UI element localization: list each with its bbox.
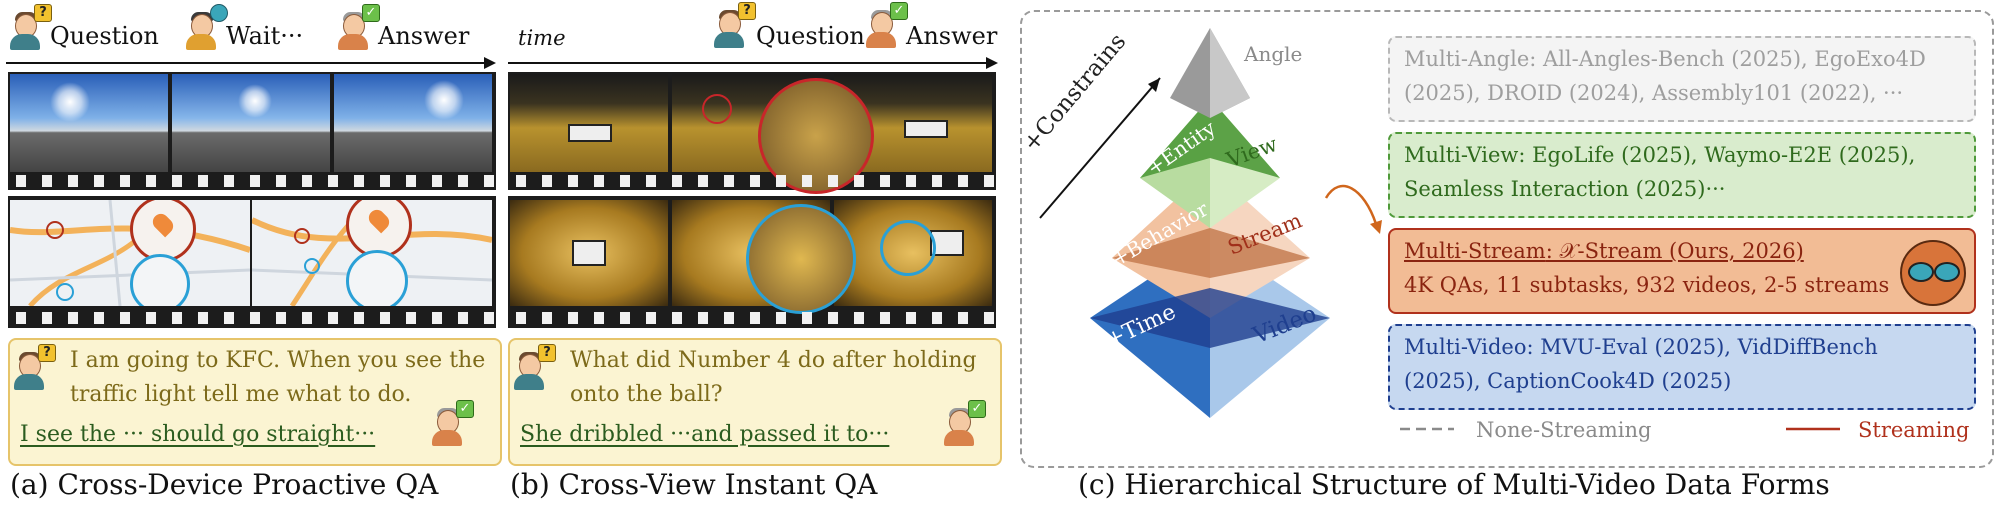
- court-side-filmstrip: [508, 72, 996, 194]
- questioner-icon: ?: [12, 344, 56, 390]
- multi-view-box: Multi-View: EgoLife (2025), Waymo-E2E (2…: [1388, 132, 1976, 218]
- court-top-filmstrip: [508, 196, 996, 328]
- road-frame-2: [172, 74, 330, 172]
- road-frame-3: [334, 74, 492, 172]
- answerer-icon: ✓: [430, 400, 474, 446]
- court-frame-1: [510, 74, 668, 172]
- panel-b-question-text: What did Number 4 do after holding onto …: [570, 348, 977, 407]
- zoom-circle-blue-small: [880, 220, 936, 276]
- multi-stream-stats: 4K QAs, 11 subtasks, 932 videos, 2-5 str…: [1404, 273, 1890, 297]
- panel-a-answer-text: I see the ··· should go straight···: [20, 422, 376, 447]
- multi-view-text: Multi-View: EgoLife (2025), Waymo-E2E (2…: [1404, 143, 1916, 201]
- timeline-arrow: [508, 57, 998, 69]
- questioner-icon: ?: [8, 4, 52, 50]
- zoom-circle-red: [758, 78, 874, 194]
- panel-b-caption: (b) Cross-View Instant QA: [510, 468, 878, 501]
- road-frame-1: [10, 74, 168, 172]
- waiting-person-icon: [184, 4, 228, 50]
- multi-stream-title: Multi-Stream: [1404, 239, 1546, 263]
- pyramid-diagram: [1039, 28, 1330, 418]
- map-frame-2: [252, 200, 492, 306]
- time-label: time: [518, 26, 566, 50]
- mascot-icon: [1900, 240, 1966, 306]
- panel-b-answer-text: She dribbled ···and passed it to···: [520, 422, 890, 447]
- legend-non-streaming: None-Streaming: [1476, 418, 1652, 442]
- questioner-icon: ?: [512, 344, 556, 390]
- legend-solid-line: [1786, 427, 1840, 431]
- multi-video-box: Multi-Video: MVU-Eval (2025), VidDiffBen…: [1388, 324, 1976, 410]
- multi-angle-box: Multi-Angle: All-Angles-Bench (2025), Eg…: [1388, 36, 1976, 122]
- pyramid-label-angle: Angle: [1244, 42, 1303, 66]
- panel-a-caption: (a) Cross-Device Proactive QA: [10, 468, 439, 501]
- curved-arrow: [1324, 184, 1382, 234]
- answerer-icon: ✓: [942, 400, 986, 446]
- legend-dashed-line: [1400, 427, 1454, 431]
- court-top-frame-1: [510, 200, 668, 306]
- header-answer-label: Answer: [378, 22, 470, 50]
- answerer-icon: ✓: [336, 4, 380, 50]
- header-question-label: Question: [756, 22, 865, 50]
- panel-c-caption: (c) Hierarchical Structure of Multi-Vide…: [1078, 468, 1830, 501]
- zoom-circle-blue: [746, 204, 856, 314]
- panel-b-qa-bubble: ? What did Number 4 do after holding ont…: [508, 338, 1002, 466]
- map-frame-1: [10, 200, 250, 306]
- answerer-icon: ✓: [864, 2, 908, 48]
- road-video-filmstrip: [8, 72, 496, 190]
- header-wait-label: Wait···: [226, 22, 304, 50]
- panel-a-question-text: I am going to KFC. When you see the traf…: [70, 348, 486, 407]
- map-video-filmstrip: [8, 196, 496, 328]
- header-question-label: Question: [50, 22, 159, 50]
- panel-a-qa-bubble: ? I am going to KFC. When you see the tr…: [8, 338, 502, 466]
- questioner-icon: ?: [712, 2, 756, 48]
- multi-video-text: Multi-Video: MVU-Eval (2025), VidDiffBen…: [1404, 335, 1878, 393]
- legend-streaming: Streaming: [1858, 418, 1970, 442]
- multi-stream-box: Multi-Stream: 𝒳-Stream (Ours, 2026) 4K Q…: [1388, 228, 1976, 314]
- multi-stream-name: : 𝒳-Stream (Ours, 2026): [1545, 239, 1804, 263]
- panel-c-frame: [1020, 10, 1994, 468]
- header-answer-label: Answer: [906, 22, 998, 50]
- multi-angle-text: Multi-Angle: All-Angles-Bench (2025), Eg…: [1404, 47, 1926, 105]
- timeline-arrow: [6, 57, 496, 69]
